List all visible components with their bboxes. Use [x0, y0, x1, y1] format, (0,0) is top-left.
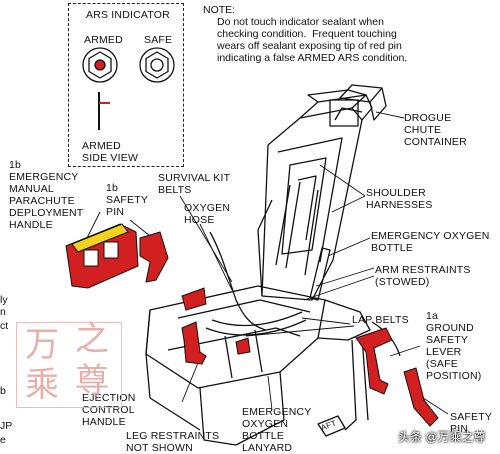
ars-indicator-inset [68, 3, 184, 167]
label-emergency-oxygen-bottle-lanyard: EMERGENCY OXYGEN BOTTLE LANYARD [242, 406, 312, 454]
ground-safety-lever [355, 327, 393, 395]
label-leg-restraints: LEG RESTRAINTS NOT SHOWN [126, 430, 220, 454]
leader-lines [85, 111, 449, 415]
safety-pin-1b [139, 231, 169, 283]
edge-fragment: e [0, 434, 6, 446]
ejection-control-handle [181, 321, 207, 365]
ars-safe-label: SAFE [144, 34, 173, 46]
watermark-char: 尊 [75, 361, 109, 401]
label-lap-belts: LAP BELTS [352, 314, 409, 326]
lap-belts [211, 311, 303, 327]
label-safety-pin-1b: 1b SAFETY PIN [106, 182, 149, 218]
note-body: Do not touch indicator sealant when chec… [217, 16, 408, 64]
edge-fragment: JP [0, 420, 13, 432]
safety-pin [403, 367, 439, 427]
aft-marker [317, 415, 346, 437]
ars-armed-indicator-icon [82, 47, 118, 83]
watermark-char: 万 [25, 325, 59, 365]
label-survival-kit-belts: SURVIVAL KIT BELTS [158, 172, 231, 196]
edge-fragment: n [0, 306, 6, 318]
emergency-oxygen-bottle [309, 247, 331, 301]
watermark-stamp: 万 之 乘 尊 [16, 319, 122, 408]
watermark-char: 乘 [25, 365, 59, 405]
edge-fragment: ly [0, 294, 8, 306]
label-drogue-chute-container: DROGUE CHUTE CONTAINER [404, 112, 467, 148]
handle-warning-stripes [71, 223, 129, 253]
edge-fragment: b [0, 385, 6, 397]
label-emergency-manual-parachute-handle: 1b EMERGENCY MANUAL PARACHUTE DEPLOYMENT… [9, 159, 84, 231]
oxygen-hose [209, 231, 267, 331]
ars-armed-label: ARMED [84, 34, 123, 46]
label-shoulder-harnesses: SHOULDER HARNESSES [366, 187, 433, 211]
label-oxygen-hose: OXYGEN HOSE [184, 202, 231, 226]
ars-indicator-title: ARS INDICATOR [86, 9, 170, 21]
edge-fragment: ct [0, 320, 9, 332]
drogue-chute-container [339, 84, 387, 121]
ars-armed-side-view-label: ARMED SIDE VIEW [82, 140, 139, 164]
survival-kit-belt-clip [181, 287, 207, 311]
label-emergency-oxygen-bottle: EMERGENCY OXYGEN BOTTLE [371, 230, 490, 254]
ars-safe-indicator-icon [139, 47, 175, 83]
label-safety-pin: SAFETY PIN [450, 411, 493, 435]
lap-belt-fittings [235, 337, 251, 355]
source-attribution: 头条 @万乘之尊 [398, 430, 486, 444]
seat-bucket [145, 285, 326, 446]
seat-back [257, 89, 373, 301]
note-heading: NOTE: [203, 4, 236, 16]
label-arm-restraints: ARM RESTRAINTS (STOWED) [375, 264, 471, 288]
watermark-char: 之 [75, 319, 109, 359]
label-ground-safety-lever: 1a GROUND SAFETY LEVER (SAFE POSITION) [426, 310, 482, 382]
ars-side-view-pin-icon [98, 92, 110, 130]
shoulder-harnesses [275, 181, 319, 276]
